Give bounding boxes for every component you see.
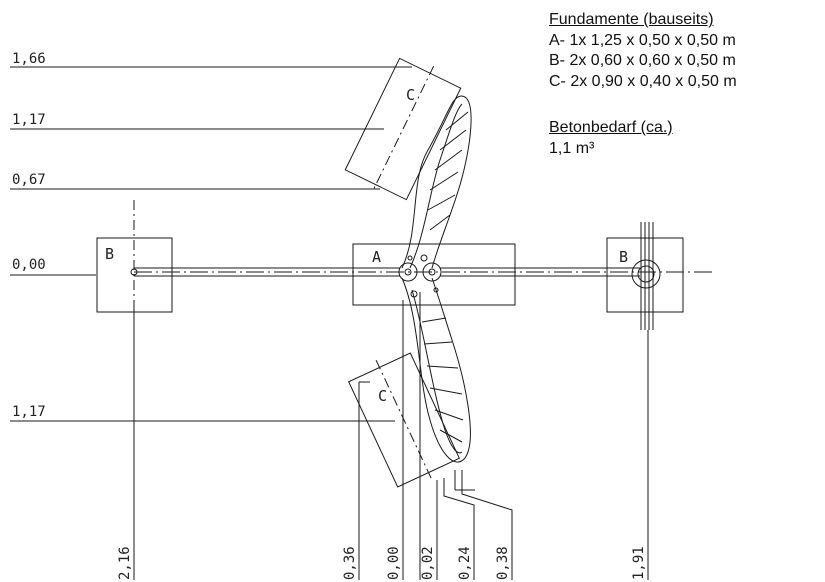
foundation-a bbox=[352, 243, 516, 306]
dim-0-00-left: 0,00 bbox=[12, 257, 46, 273]
label-b-right: B bbox=[619, 248, 628, 266]
foundation-c-top bbox=[344, 57, 462, 201]
lower-arch bbox=[401, 277, 471, 463]
label-c-top: C bbox=[406, 86, 415, 104]
dim-0-67: 0,67 bbox=[12, 172, 46, 188]
dim-2-16: 2,16 bbox=[117, 546, 133, 580]
foundation-item-b: B- 2x 0,60 x 0,60 x 0,50 m bbox=[549, 52, 736, 69]
post-b-left bbox=[130, 268, 138, 276]
dim-0-36: 0,36 bbox=[342, 546, 358, 580]
label-c-bottom: C bbox=[378, 387, 387, 405]
dim-0-38: 0,38 bbox=[495, 546, 511, 580]
dim-1-17-bottom: 1,17 bbox=[12, 404, 46, 420]
concrete-value: 1,1 m³ bbox=[549, 139, 595, 157]
center-joint bbox=[398, 254, 442, 298]
upper-arch bbox=[401, 95, 472, 269]
foundation-c-bottom bbox=[348, 352, 460, 488]
foundations-title: Fundamente (bauseits) bbox=[549, 11, 714, 28]
foundation-legend: Fundamente (bauseits) A- 1x 1,25 x 0,50 … bbox=[549, 10, 737, 159]
dim-0-24: 0,24 bbox=[457, 546, 473, 580]
label-b-left: B bbox=[105, 245, 114, 263]
foundation-item-a: A- 1x 1,25 x 0,50 x 0,50 m bbox=[549, 31, 736, 49]
foundation-b-left bbox=[96, 237, 173, 313]
left-dimension-lines bbox=[10, 66, 412, 422]
dim-0-02: 0,02 bbox=[420, 546, 436, 580]
post-b-right bbox=[631, 222, 661, 330]
foundation-item-c: C- 2x 0,90 x 0,40 x 0,50 m bbox=[549, 72, 737, 90]
dim-0-00-bottom: 0,00 bbox=[386, 546, 402, 580]
bottom-dimension-lines bbox=[133, 200, 649, 580]
concrete-title: Betonbedarf (ca.) bbox=[549, 119, 673, 136]
label-a: A bbox=[372, 248, 381, 266]
dim-1-66: 1,66 bbox=[12, 51, 46, 67]
dim-1-17-top: 1,17 bbox=[12, 112, 46, 128]
dim-1-91: 1,91 bbox=[631, 546, 647, 580]
